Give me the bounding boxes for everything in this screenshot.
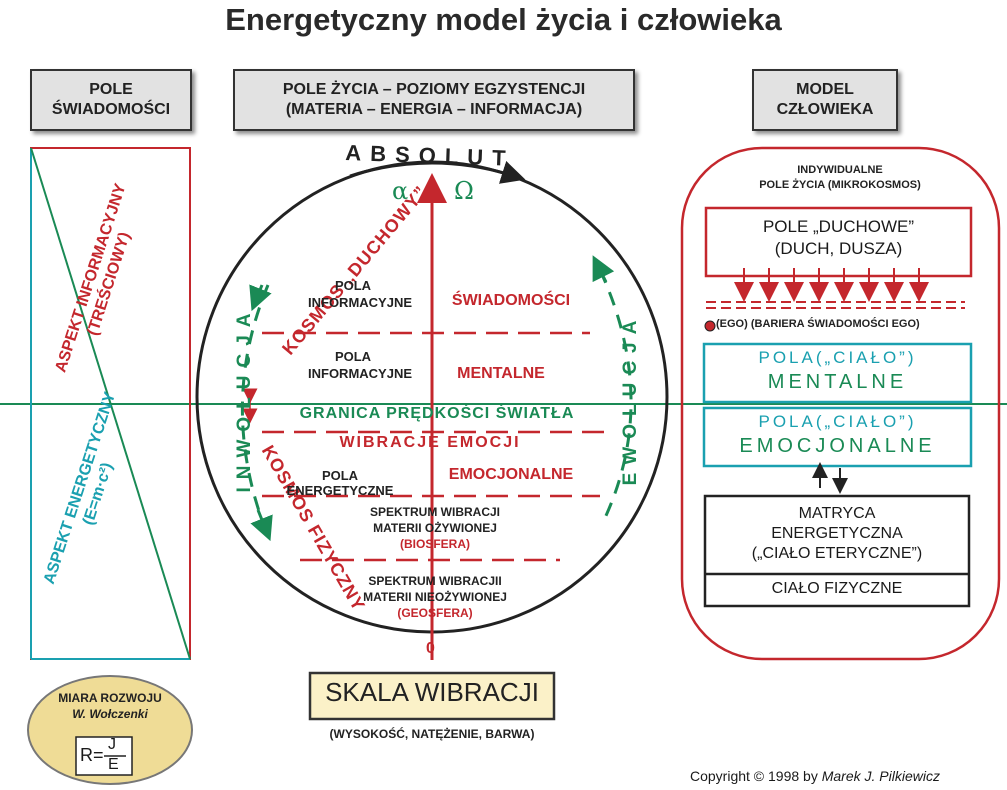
text-line: INFORMACYJNE (308, 366, 413, 381)
skala-wibracji-label: SKALA WIBRACJI (325, 677, 539, 707)
text-line: POLE „DUCHOWE” (762, 217, 915, 236)
text-line: POLA (334, 278, 372, 293)
ego-label: (EGO) (BARIERA ŚWIADOMOŚCI EGO) (716, 318, 920, 330)
text-line: POLA(„CIAŁO”) (758, 412, 917, 431)
text-line: INDYWIDUALNE (797, 164, 883, 176)
emocjonalne-label: EMOCJONALNE (448, 466, 574, 483)
text-line: („CIAŁO ETERYCZNE”) (751, 545, 923, 562)
text-line: ENERGETYCZNA (771, 525, 903, 542)
text-line: POLA(„CIAŁO”) (758, 348, 917, 367)
pola-informacyjne-1: POLA INFORMACYJNE (308, 277, 413, 311)
header-line: CZŁOWIEKA (776, 101, 874, 118)
pola-emocjonalne-box: POLA(„CIAŁO”) EMOCJONALNE (704, 410, 971, 458)
copyright: Copyright © 1998 by Marek J. Pilkiewicz (690, 768, 1005, 784)
miara-denominator: E (108, 756, 119, 773)
text-line: INFORMACYJNE (308, 295, 413, 310)
text-line: MENTALNE (767, 371, 908, 393)
geosfera-block: SPEKTRUM WIBRACJII MATERII NIEOŻYWIONEJ … (335, 573, 535, 621)
text-line: SPEKTRUM WIBRACJII (368, 574, 502, 588)
copyright-author: Marek J. Pilkiewicz (821, 768, 940, 784)
header-line: POLE (89, 81, 133, 98)
text-line: SPEKTRUM WIBRACJI (369, 505, 500, 519)
skala-wibracji-sub: (WYSOKOŚĆ, NATĘŻENIE, BARWA) (329, 727, 535, 741)
granica-label: GRANICA PRĘDKOŚCI ŚWIATŁA (299, 405, 575, 422)
copyright-prefix: Copyright © 1998 by (690, 768, 818, 784)
matryca-box: MATRYCA ENERGETYCZNA („CIAŁO ETERYCZNE”) (705, 504, 969, 564)
header-model-czlowieka: MODEL CZŁOWIEKA (752, 69, 898, 131)
biosfera-block: SPEKTRUM WIBRACJI MATERII OŻYWIONEJ (BIO… (335, 504, 535, 552)
text-line: (DUCH, DUSZA) (774, 239, 903, 258)
text-line: POLE ŻYCIA (MIKROKOSMOS) (759, 179, 921, 191)
biosfera-label: (BIOSFERA) (400, 537, 470, 551)
miara-title: MIARA ROZWOJU (58, 691, 162, 705)
mentalne-label: MENTALNE (457, 365, 545, 382)
miara-lhs: R= (80, 745, 104, 765)
pola-mentalne-box: POLA(„CIAŁO”) MENTALNE (704, 346, 971, 394)
miara-author: W. Wołczenki (72, 707, 148, 721)
header-line: POLE ŻYCIA – POZIOMY EGZYSTENCJI (282, 81, 586, 98)
zero-label: 0 (426, 640, 435, 657)
text-line: MATRYCA (798, 505, 876, 522)
ewolucja-label: EWOLUCJA (620, 312, 641, 486)
inwolucja-label: INWOLUCJA (234, 305, 255, 493)
pola-energetyczne-label: POLA ENERGETYCZNE (286, 468, 394, 498)
text-line: EMOCJONALNE (739, 435, 936, 457)
pola-informacyjne-2: POLA INFORMACYJNE (308, 348, 413, 382)
alpha-symbol: α (392, 177, 409, 205)
left-panel-diagonal (30, 147, 191, 660)
pole-duchowe-box: POLE „DUCHOWE” (DUCH, DUSZA) (706, 216, 971, 260)
page-title: Energetyczny model życia i człowieka (225, 2, 782, 37)
cialo-fizyczne-box: CIAŁO FIZYCZNE (771, 580, 903, 597)
model-header: INDYWIDUALNE POLE ŻYCIA (MIKROKOSMOS) (720, 163, 960, 193)
header-line: MODEL (796, 81, 854, 98)
wibracje-emocji-label: WIBRACJE EMOCJI (339, 434, 521, 451)
miara-numerator: J (108, 736, 116, 753)
text-line: MATERII NIEOŻYWIONEJ (363, 590, 507, 604)
header-line: ŚWIADOMOŚCI (51, 101, 171, 118)
header-line: (MATERIA – ENERGIA – INFORMACJA) (285, 101, 583, 118)
geosfera-label: (GEOSFERA) (397, 606, 473, 620)
model-container (680, 146, 1001, 661)
header-pole-swiadomosci: POLE ŚWIADOMOŚCI (30, 69, 192, 131)
header-pole-zycia: POLE ŻYCIA – POZIOMY EGZYSTENCJI (MATERI… (233, 69, 635, 131)
text-line: POLA (334, 349, 372, 364)
text-line: MATERII OŻYWIONEJ (373, 521, 497, 535)
omega-symbol: Ω (454, 177, 474, 205)
swiadomosci-label: ŚWIADOMOŚCI (451, 292, 571, 309)
